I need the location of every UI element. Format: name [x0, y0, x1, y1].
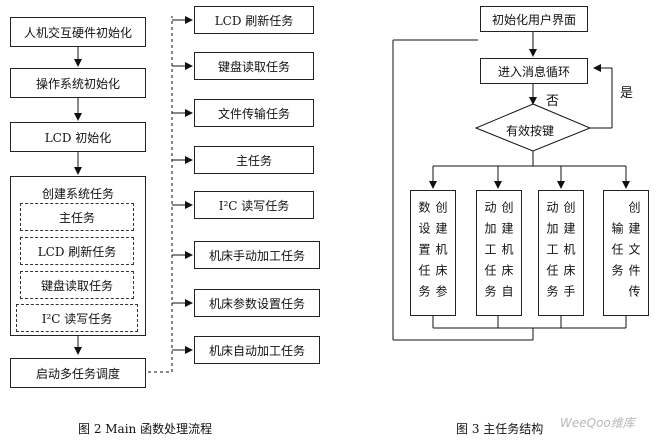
create-task-box-0: 创建机床参数设置任务 [410, 190, 456, 316]
task-box-1: 键盘读取任务 [194, 52, 314, 80]
task-label: 机床参数设置任务 [208, 296, 305, 311]
task-label: 创建机床手动加工任务 [545, 200, 576, 306]
task-label: LCD 刷新任务 [37, 244, 117, 259]
step-label: 初始化用户界面 [491, 12, 576, 27]
decision-diamond [474, 103, 592, 152]
task-label: 机床手动加工任务 [208, 248, 305, 263]
task-label: 创建机床参数设置任务 [417, 200, 448, 306]
step-label: LCD 初始化 [44, 130, 112, 145]
task-box-4: I²C 读写任务 [194, 191, 314, 219]
inner-task-i2c: I²C 读写任务 [16, 304, 138, 332]
no-label: 否 [546, 94, 560, 109]
task-label: 机床自动加工任务 [208, 343, 305, 358]
task-label: 主任务 [235, 153, 272, 168]
flow-step-scheduler: 启动多任务调度 [10, 358, 146, 388]
inner-task-main: 主任务 [20, 203, 134, 231]
inner-task-lcd: LCD 刷新任务 [20, 237, 134, 265]
task-box-7: 机床自动加工任务 [194, 336, 320, 364]
flow-step-lcd-init: LCD 初始化 [10, 122, 146, 152]
task-label: 键盘读取任务 [40, 278, 113, 293]
figure-3-caption: 图 3 主任务结构 [456, 422, 544, 436]
task-label: I²C 读写任务 [41, 311, 113, 326]
init-ui-box: 初始化用户界面 [480, 6, 588, 32]
create-task-box-3: 创建文件传输任务 [603, 190, 649, 316]
task-label: 创建文件传输任务 [610, 200, 641, 306]
step-label: 进入消息循环 [497, 64, 570, 79]
yes-label: 是 [620, 86, 634, 101]
task-label: I²C 读写任务 [218, 198, 290, 213]
task-label: 键盘读取任务 [217, 59, 290, 74]
task-label: 主任务 [58, 210, 95, 225]
create-task-box-2: 创建机床手动加工任务 [538, 190, 584, 316]
watermark-logo: WeeQoo维库 [560, 416, 635, 430]
message-loop-box: 进入消息循环 [480, 58, 588, 84]
task-label: LCD 刷新任务 [214, 13, 294, 28]
inner-task-keyboard: 键盘读取任务 [20, 271, 134, 299]
step-label: 操作系统初始化 [35, 76, 120, 91]
task-label: 文件传输任务 [217, 106, 290, 121]
task-box-2: 文件传输任务 [194, 99, 314, 127]
step-label: 人机交互硬件初始化 [23, 25, 132, 40]
step-label: 启动多任务调度 [35, 366, 120, 381]
group-title: 创建系统任务 [41, 187, 114, 201]
task-box-3: 主任务 [194, 146, 314, 174]
decision-label: 有效按键 [506, 124, 555, 138]
task-box-5: 机床手动加工任务 [194, 241, 320, 269]
task-label: 创建机床自动加工任务 [483, 200, 514, 306]
create-task-box-1: 创建机床自动加工任务 [476, 190, 522, 316]
task-box-6: 机床参数设置任务 [194, 289, 320, 317]
flow-step-hw-init: 人机交互硬件初始化 [10, 17, 146, 47]
flow-step-os-init: 操作系统初始化 [10, 68, 146, 98]
figure-2-caption: 图 2 Main 函数处理流程 [78, 422, 213, 436]
task-box-0: LCD 刷新任务 [194, 6, 314, 34]
